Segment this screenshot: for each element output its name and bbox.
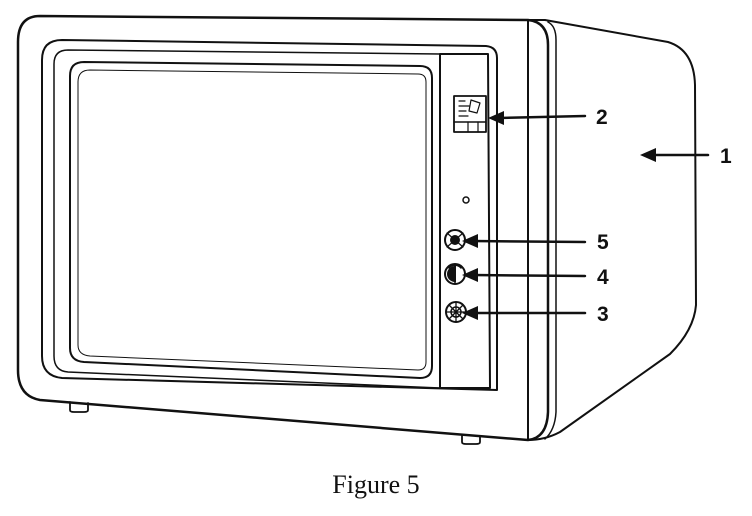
callout-number-2: 2 — [596, 106, 608, 129]
bezel-opening — [41, 39, 498, 391]
arrowhead-1 — [640, 148, 656, 162]
front-label — [453, 95, 487, 133]
arrowhead-4 — [462, 268, 478, 282]
indicator-dot — [462, 196, 470, 204]
callout-number-1: 1 — [720, 145, 732, 168]
callout-number-5: 5 — [597, 231, 609, 254]
cabinet-seam — [544, 21, 557, 440]
arrowhead-5 — [462, 234, 478, 248]
knob-lower — [445, 301, 467, 323]
foot-left — [69, 401, 89, 413]
arrowhead-2 — [488, 111, 504, 125]
foot-right — [461, 435, 481, 445]
front-bezel — [16, 14, 550, 442]
leader-line-2 — [498, 114, 587, 120]
crt-screen — [69, 61, 433, 379]
arrowhead-3 — [462, 306, 478, 320]
leader-line-5 — [470, 239, 587, 244]
crt-screen-glass — [77, 69, 427, 371]
cabinet-side-panel — [527, 19, 697, 441]
figure-caption: Figure 5 — [332, 470, 420, 499]
control-strip — [439, 53, 491, 389]
knob-upper — [444, 229, 466, 251]
knob-middle — [444, 263, 466, 285]
leader-line-4 — [470, 273, 587, 278]
callout-number-4: 4 — [597, 266, 609, 289]
bezel-opening-inner — [53, 49, 441, 389]
callout-number-3: 3 — [597, 303, 609, 326]
